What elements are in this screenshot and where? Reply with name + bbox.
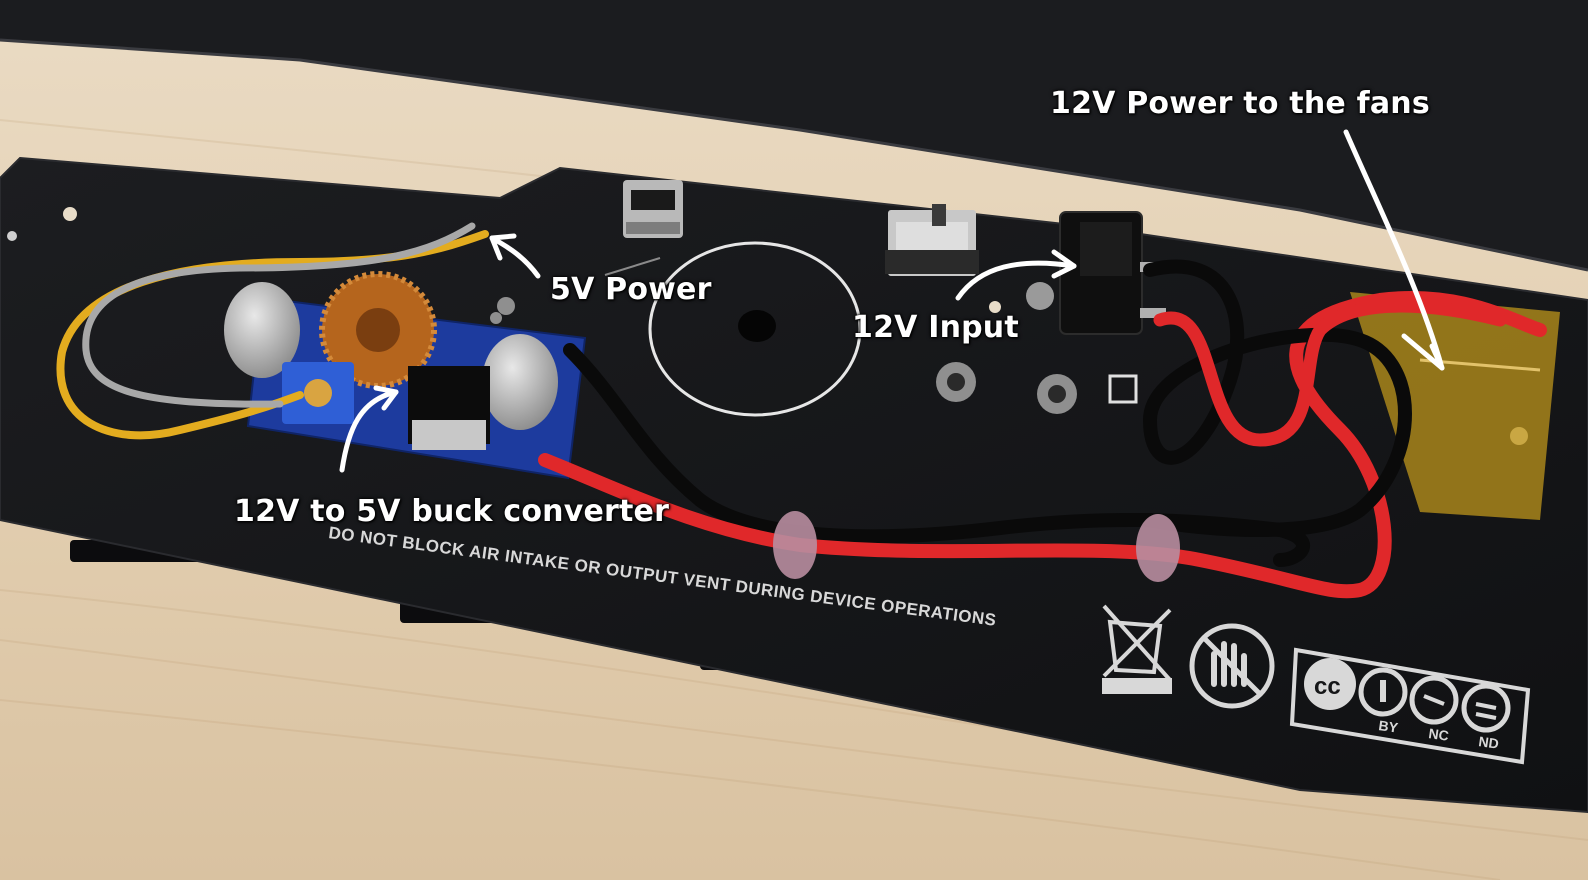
license-nd: ND (1478, 733, 1500, 752)
annotation-arrows (339, 129, 1445, 473)
license-nc: NC (1428, 725, 1450, 744)
arrow-buck (339, 389, 399, 473)
no-touch-hand-icon (1189, 623, 1275, 709)
kapton-tape (1350, 292, 1560, 520)
weee-bin-icon (1102, 604, 1172, 694)
svg-text:cc: cc (1314, 673, 1341, 700)
enclosure-top (0, 0, 1588, 270)
annotation-5v-power: 5V Power (550, 272, 712, 307)
annotation-buck-converter: 12V to 5V buck converter (234, 494, 670, 529)
annotation-fans: 12V Power to the fans (1050, 86, 1430, 121)
buck-converter (224, 271, 587, 480)
arrow-12v-input (955, 260, 1077, 301)
arrow-5v (489, 235, 541, 279)
arrow-fans (1343, 129, 1445, 371)
license-by: BY (1378, 717, 1400, 736)
grey-wire (82, 222, 476, 408)
cc-by-nc-nd-icon: cc BY NC ND (1289, 647, 1531, 765)
slide-switch (885, 204, 979, 276)
usb-connector (623, 180, 683, 238)
annotation-12v-input: 12V Input (852, 310, 1019, 345)
